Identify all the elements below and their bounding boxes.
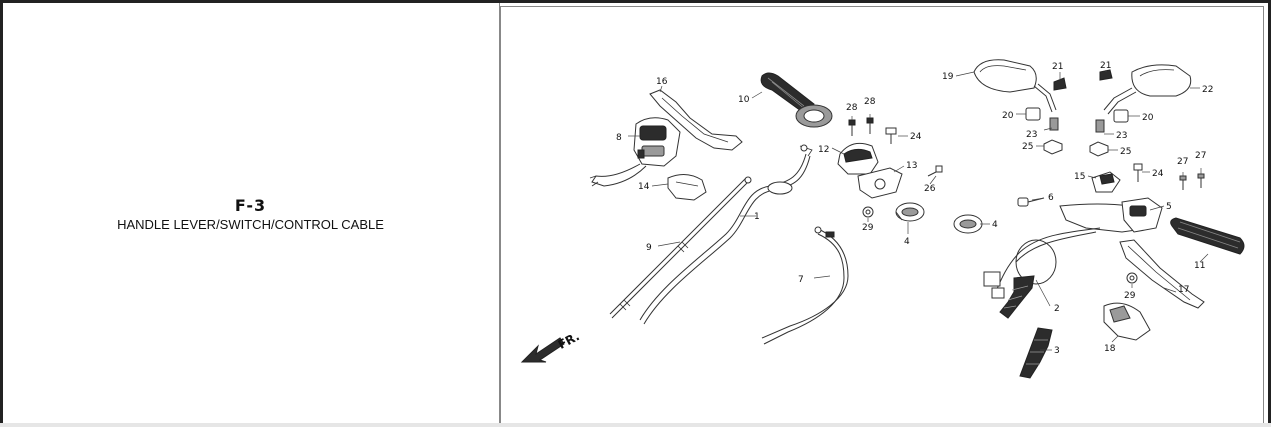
throttle-cable xyxy=(609,176,752,319)
throttle-grip xyxy=(760,72,833,128)
callout-21b: 21 xyxy=(1100,61,1111,71)
front-direction-label: FR. xyxy=(556,329,582,352)
screw-26 xyxy=(927,165,943,177)
callout-7: 7 xyxy=(798,275,804,285)
leader-lines xyxy=(628,70,1209,351)
callout-8: 8 xyxy=(616,133,622,143)
callout-24b: 24 xyxy=(1152,169,1164,179)
callout-20a: 20 xyxy=(1002,111,1014,121)
lever-clamp-left xyxy=(857,167,903,199)
callout-14: 14 xyxy=(638,182,650,192)
brake-lever-left xyxy=(649,89,743,151)
callout-24a: 24 xyxy=(910,132,922,142)
front-direction-arrow xyxy=(520,337,565,363)
washer-29-left xyxy=(862,206,874,218)
callout-2: 2 xyxy=(1054,304,1060,314)
lever-cover-18 xyxy=(1103,302,1151,341)
callout-15: 15 xyxy=(1074,172,1085,182)
mirror-nut-pair xyxy=(1053,69,1113,91)
callout-27a: 27 xyxy=(1177,157,1188,167)
callout-16: 16 xyxy=(656,77,668,87)
callout-18: 18 xyxy=(1104,344,1116,354)
handle-grip-right xyxy=(1170,217,1245,255)
callout-4a: 4 xyxy=(904,237,910,247)
callout-13: 13 xyxy=(906,161,917,171)
callout-28a: 28 xyxy=(846,103,858,113)
cable-band-right xyxy=(953,214,983,234)
screw-27-pair xyxy=(1179,173,1205,190)
callout-17: 17 xyxy=(1178,285,1189,295)
rubber-boot-3 xyxy=(1019,327,1053,379)
callout-29a: 29 xyxy=(862,223,874,233)
callout-6: 6 xyxy=(1048,193,1054,203)
callout-22: 22 xyxy=(1202,85,1213,95)
callout-12: 12 xyxy=(818,145,829,155)
switch-wiring-harness xyxy=(983,227,1101,299)
lever-housing-right xyxy=(1059,197,1163,233)
callout-27b: 27 xyxy=(1195,151,1206,161)
callout-21a: 21 xyxy=(1052,62,1063,72)
callout-25b: 25 xyxy=(1120,147,1131,157)
bottom-scroll-strip xyxy=(0,423,1271,427)
panel-divider xyxy=(499,3,500,427)
diagram-frame xyxy=(500,6,1264,424)
brake-lever-right xyxy=(1119,239,1205,309)
section-title: HANDLE LEVER/SWITCH/CONTROL CABLE xyxy=(117,217,384,232)
mirror-adapter-pair xyxy=(1049,117,1105,133)
mirror-right xyxy=(1103,64,1192,115)
callout-10: 10 xyxy=(738,95,750,105)
speedometer-cable xyxy=(761,226,849,345)
bolt-24-right xyxy=(1133,163,1143,182)
throttle-housing xyxy=(837,142,879,175)
callout-25a: 25 xyxy=(1022,142,1033,152)
washer-29-right xyxy=(1126,272,1138,284)
bolt-24-left xyxy=(885,127,897,144)
section-heading: F-3 HANDLE LEVER/SWITCH/CONTROL CABLE xyxy=(3,196,498,233)
section-code: F-3 xyxy=(234,196,267,215)
callout-29b: 29 xyxy=(1124,291,1136,301)
switch-housing-left xyxy=(589,117,681,187)
clip-6 xyxy=(1017,197,1045,207)
callout-20b: 20 xyxy=(1142,113,1154,123)
callout-23b: 23 xyxy=(1116,131,1127,141)
cable-band-left xyxy=(895,202,925,222)
throttle-cover xyxy=(667,174,707,201)
callout-1: 1 xyxy=(754,212,760,222)
section-label-panel xyxy=(3,3,498,427)
callout-11: 11 xyxy=(1194,261,1205,271)
callout-4b: 4 xyxy=(992,220,998,230)
callout-9: 9 xyxy=(646,243,652,253)
callout-23a: 23 xyxy=(1026,130,1037,140)
callout-labels: 1 2 3 4 4 5 6 7 8 9 10 11 12 13 14 15 16… xyxy=(616,61,1213,356)
callout-28b: 28 xyxy=(864,97,876,107)
callout-3: 3 xyxy=(1054,346,1060,356)
exploded-parts-diagram: FR. xyxy=(520,59,1245,379)
callout-26: 26 xyxy=(924,184,936,194)
mirror-left xyxy=(973,59,1057,113)
mirror-cap-pair xyxy=(1025,107,1129,123)
switch-15 xyxy=(1091,171,1121,193)
nut-25-pair xyxy=(1043,139,1109,157)
callout-5: 5 xyxy=(1166,202,1172,212)
bolt-28-pair xyxy=(848,117,874,136)
callout-19: 19 xyxy=(942,72,954,82)
rubber-boot-2 xyxy=(999,275,1035,319)
control-cable-main xyxy=(639,144,813,325)
